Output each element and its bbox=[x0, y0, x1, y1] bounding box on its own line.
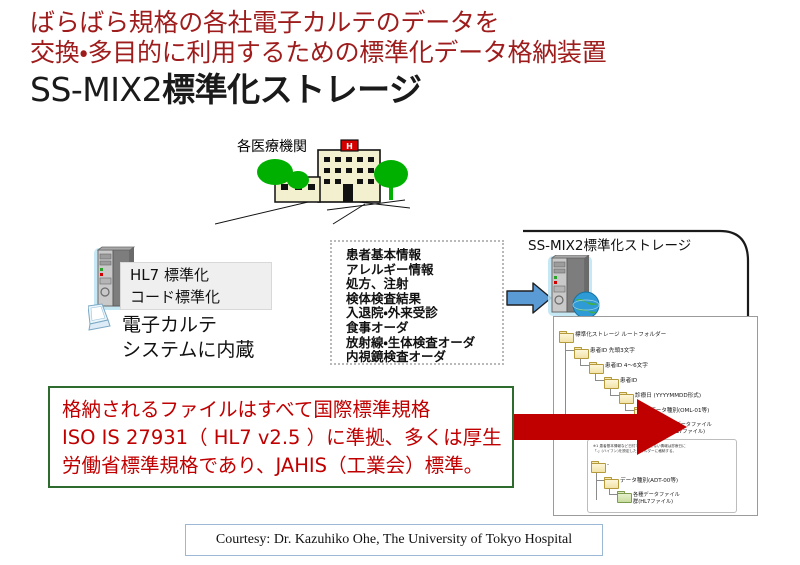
tree-connector bbox=[565, 337, 566, 415]
tree-connector bbox=[565, 350, 579, 351]
list-item: 入退院・外来受診 bbox=[346, 305, 438, 321]
server-graphic bbox=[548, 254, 600, 319]
emr-caption-line-2: システムに内蔵 bbox=[122, 339, 255, 361]
hl7-line-1: HL7 標準化 bbox=[130, 266, 209, 284]
tree-connector bbox=[625, 410, 639, 411]
title-line-1: ばらばら規格の各社電子カルテのデータを bbox=[30, 8, 500, 37]
emr-caption-line-1: 電子カルテ bbox=[122, 314, 218, 336]
data-folder-icon bbox=[617, 490, 632, 503]
list-item: 放射線・生体検査オーダ bbox=[346, 334, 476, 350]
tree-label: 標準化ストレージ ルートフォルダー bbox=[575, 332, 667, 339]
tree-connector bbox=[595, 380, 609, 381]
tree-row[interactable]: 患者ID bbox=[604, 373, 637, 391]
list-item: 内視鏡検査オーダ bbox=[346, 349, 447, 365]
tree-connector bbox=[609, 494, 622, 495]
tree-label: 各種データファイル bbox=[665, 422, 712, 429]
tree-label: 患者ID 先頭3文字 bbox=[590, 348, 635, 355]
iso-note-line-2: ISO IS 27931（ HL7 v2.5 ）に準拠、多くは厚生 bbox=[62, 426, 502, 449]
list-item: アレルギー情報 bbox=[346, 261, 434, 277]
data-category-list: 患者基本情報 アレルギー情報 処方、注射 検体検査結果 入退院・外来受診 食事オ… bbox=[330, 240, 504, 365]
hospital-label: 各医療機関 bbox=[237, 139, 307, 155]
tree-label: データ種別(ADT-00等) bbox=[620, 478, 679, 485]
tree-label: - bbox=[607, 462, 610, 469]
list-item: 処方、注射 bbox=[346, 276, 409, 292]
emr-caption: 電子カルテ システムに内蔵 bbox=[122, 313, 332, 363]
title-line-2: 交換・多目的に利用するための標準化データ格納装置 bbox=[30, 38, 607, 67]
tree-row-continued: 群(HL7ファイル) bbox=[665, 424, 705, 442]
folder-icon bbox=[589, 361, 604, 374]
iso-standard-note-box: 格納されるファイルはすべて国際標準規格 ISO IS 27931（ HL7 v2… bbox=[48, 386, 514, 488]
tree-row[interactable]: - bbox=[591, 457, 609, 475]
hospital-illustration: 各医療機関 H bbox=[214, 132, 411, 227]
courtesy-text: Courtesy: Dr. Kazuhiko Ohe, The Universi… bbox=[215, 532, 573, 547]
courtesy-caption-box: Courtesy: Dr. Kazuhiko Ohe, The Universi… bbox=[185, 524, 603, 556]
tree-row[interactable]: 標準化ストレージ ルートフォルダー bbox=[559, 327, 666, 345]
list-item: 患者基本情報 bbox=[346, 247, 422, 262]
main-title: SS-MIX2標準化ストレージ bbox=[30, 70, 770, 110]
folder-icon bbox=[604, 476, 619, 489]
tree-row[interactable]: 患者ID 先頭3文字 bbox=[574, 343, 635, 361]
main-title-jp: 標準化ストレージ bbox=[162, 70, 422, 109]
tree-label: 患者ID 4～6文字 bbox=[605, 363, 648, 370]
ssmix-storage-label: SS-MIX2標準化ストレージ bbox=[528, 238, 692, 254]
folder-icon bbox=[604, 376, 619, 389]
tree-row-continued: 群(HL7ファイル) bbox=[633, 494, 673, 512]
folder-icon bbox=[619, 391, 634, 404]
tree-label: 患者ID bbox=[620, 378, 638, 385]
hl7-standardization-box: HL7 標準化 コード標準化 bbox=[120, 262, 272, 310]
blue-arrow-icon bbox=[506, 281, 552, 315]
page-title: ばらばら規格の各社電子カルテのデータを 交換・多目的に利用するための標準化データ… bbox=[30, 8, 770, 110]
tree-label: 群(HL7ファイル) bbox=[633, 499, 674, 506]
tree-connector bbox=[596, 480, 609, 481]
tree-row[interactable]: 患者ID 4～6文字 bbox=[589, 358, 648, 376]
tree-label: 群(HL7ファイル) bbox=[665, 429, 706, 436]
iso-note-line-1: 格納されるファイルはすべて国際標準規格 bbox=[62, 398, 431, 421]
main-title-latin: SS-MIX2 bbox=[30, 70, 163, 109]
note-line-2: 「-」(ハイフン)を設定したフォルダーに格納する。 bbox=[593, 449, 677, 453]
tree-label: 各種データファイル bbox=[633, 492, 680, 499]
list-item: 検体検査結果 bbox=[346, 290, 422, 306]
list-item: 食事オーダ bbox=[346, 319, 409, 335]
folder-icon bbox=[574, 346, 589, 359]
tree-connector bbox=[596, 462, 597, 500]
tree-connector bbox=[580, 365, 594, 366]
tree-label: データ種別(OML-01等) bbox=[650, 408, 710, 415]
data-category-items: 患者基本情報 アレルギー情報 処方、注射 検体検査結果 入退院・外来受診 食事オ… bbox=[346, 247, 502, 365]
iso-note-line-3: 労働省標準規格であり、JAHIS（工業会）標準。 bbox=[62, 454, 484, 477]
tree-connector bbox=[610, 395, 624, 396]
svg-text:H: H bbox=[346, 142, 353, 151]
storage-server-illustration bbox=[545, 254, 607, 321]
folder-icon bbox=[591, 460, 606, 473]
tree-row[interactable]: 各種データファイル bbox=[617, 487, 680, 505]
hospital-graphic: H bbox=[214, 139, 411, 225]
folder-icon bbox=[559, 330, 574, 343]
hl7-line-2: コード標準化 bbox=[130, 288, 221, 306]
tree-label: 診療日 (YYYYMMDD形式) bbox=[635, 393, 702, 400]
red-arrow-icon bbox=[497, 397, 689, 457]
tree-row[interactable]: 診療日 (YYYYMMDD形式) bbox=[619, 388, 701, 406]
tree-row[interactable]: データ種別(ADT-00等) bbox=[604, 473, 678, 491]
